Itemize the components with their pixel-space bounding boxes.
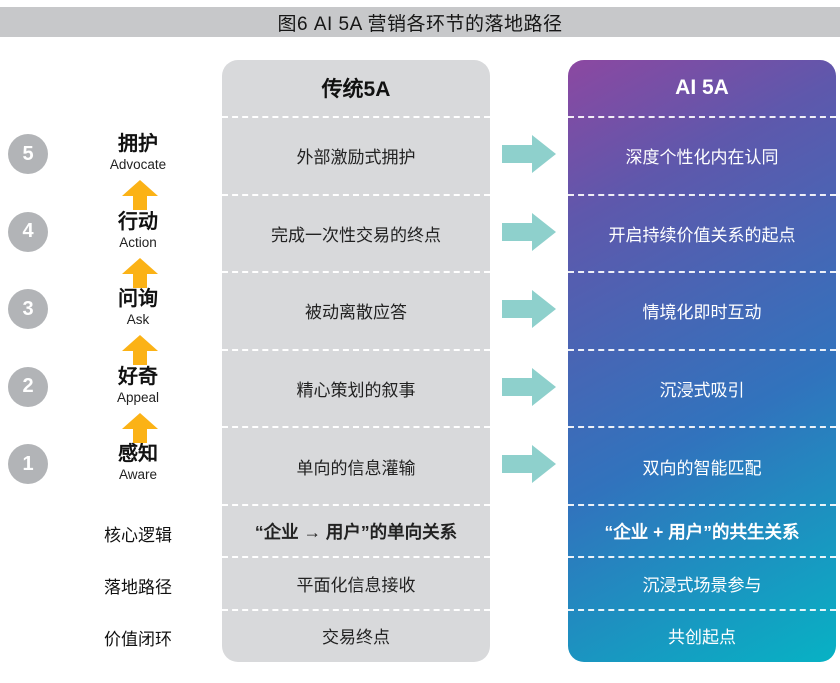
side-label: 落地路径: [104, 578, 172, 597]
traditional-row: 完成一次性交易的终点: [222, 193, 490, 272]
up-arrow-icon: [122, 257, 158, 288]
side-label: 核心逻辑: [104, 526, 172, 545]
figure-title: 图6 AI 5A 营销各环节的落地路径: [277, 13, 563, 35]
ai-row: 开启持续价值关系的起点: [568, 193, 836, 272]
traditional-landing-path-row: 平面化信息接收: [222, 556, 490, 608]
traditional-core-logic-row: “企业 → 用户”的单向关系: [222, 503, 490, 556]
stage-label: 行动 Action: [58, 210, 218, 251]
figure-title-bar: 图6 AI 5A 营销各环节的落地路径: [0, 7, 840, 37]
stage-number-badge: 1: [8, 444, 48, 484]
traditional-row: 精心策划的叙事: [222, 348, 490, 427]
stage-number-badge: 3: [8, 289, 48, 329]
stage-label-en: Action: [119, 234, 157, 250]
stage-label: 拥护 Advocate: [58, 132, 218, 173]
stage-label-zh: 行动: [118, 210, 158, 233]
up-arrow-icon: [122, 180, 158, 210]
stage-label-en: Ask: [126, 312, 150, 327]
ai-row: 双向的智能匹配: [568, 426, 836, 504]
traditional-row: 单向的信息灌输: [222, 426, 490, 504]
stage-label-en: Appeal: [116, 389, 160, 405]
ai-landing-path-row: 沉浸式场景参与: [568, 556, 836, 608]
ai-5a-panel: AI 5A 深度个性化内在认同 开启持续价值关系的起点 情境化即时互动 沉浸式吸…: [568, 60, 836, 662]
stage-label-zh: 拥护: [118, 133, 158, 155]
stage-label-zh: 问询: [118, 288, 158, 310]
stage-number-badge: 2: [8, 366, 48, 407]
stage-label-en: Advocate: [109, 157, 167, 172]
traditional-row: 外部激励式拥护: [222, 116, 490, 194]
ai-row: 情境化即时互动: [568, 271, 836, 349]
ai-row: 沉浸式吸引: [568, 348, 836, 427]
right-arrow-icon: [502, 212, 556, 251]
stage-label: 问询 Ask: [58, 287, 218, 328]
traditional-panel-header: 传统5A: [321, 78, 391, 101]
stage-label: 好奇 Appeal: [58, 365, 218, 406]
ai-value-loop-row: 共创起点: [568, 608, 836, 661]
ai-panel-header: AI 5A: [675, 76, 729, 99]
traditional-5a-panel: 传统5A 外部激励式拥护 完成一次性交易的终点 被动离散应答 精心策划的叙事 单…: [222, 60, 490, 662]
stage-label: 感知 Aware: [58, 442, 218, 483]
side-label: 价值闭环: [104, 630, 172, 649]
traditional-value-loop-row: 交易终点: [222, 608, 490, 661]
stage-number-badge: 5: [8, 134, 48, 174]
ai-core-logic-row: “企业 + 用户”的共生关系: [568, 503, 836, 556]
traditional-row: 被动离散应答: [222, 271, 490, 349]
up-arrow-icon: [122, 412, 158, 443]
ai-row: 深度个性化内在认同: [568, 116, 836, 194]
stage-label-zh: 好奇: [118, 365, 158, 388]
stage-number-badge: 4: [8, 211, 48, 252]
right-arrow-icon: [502, 290, 556, 328]
right-arrow-icon: [502, 367, 556, 406]
stage-label-en: Aware: [118, 467, 158, 482]
right-arrow-icon: [502, 135, 556, 173]
stage-label-zh: 感知: [118, 443, 158, 465]
right-arrow-icon: [502, 445, 556, 483]
up-arrow-icon: [122, 335, 158, 365]
